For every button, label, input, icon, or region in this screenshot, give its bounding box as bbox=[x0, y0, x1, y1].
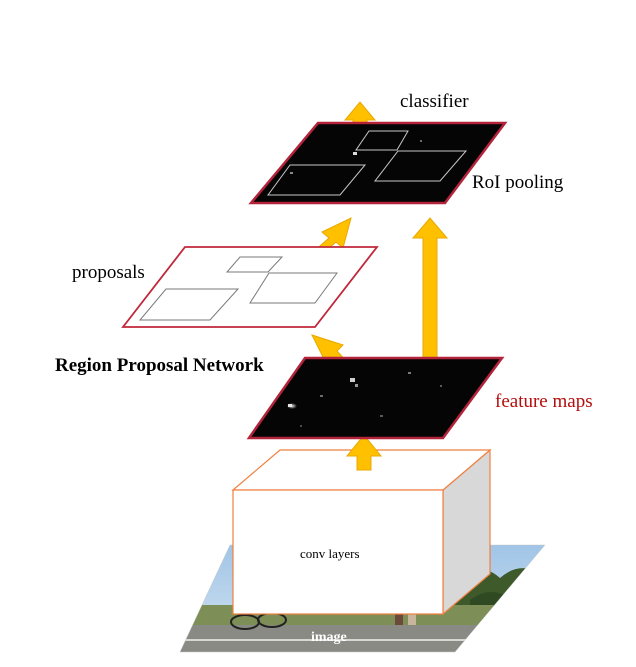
roi-pooling-label: RoI pooling bbox=[472, 172, 564, 193]
conv-layers-label: conv layers bbox=[300, 546, 360, 561]
proposals-plane bbox=[123, 247, 377, 327]
feature-maps-label: feature maps bbox=[495, 391, 593, 412]
classifier-label: classifier bbox=[400, 91, 469, 112]
proposals-label: proposals bbox=[72, 262, 145, 283]
feature-maps-plane bbox=[249, 358, 502, 438]
roi-pooling-plane bbox=[251, 123, 505, 203]
conv-layers-box bbox=[233, 450, 490, 614]
rpn-label: Region Proposal Network bbox=[55, 355, 264, 376]
image-label: image bbox=[311, 630, 347, 645]
